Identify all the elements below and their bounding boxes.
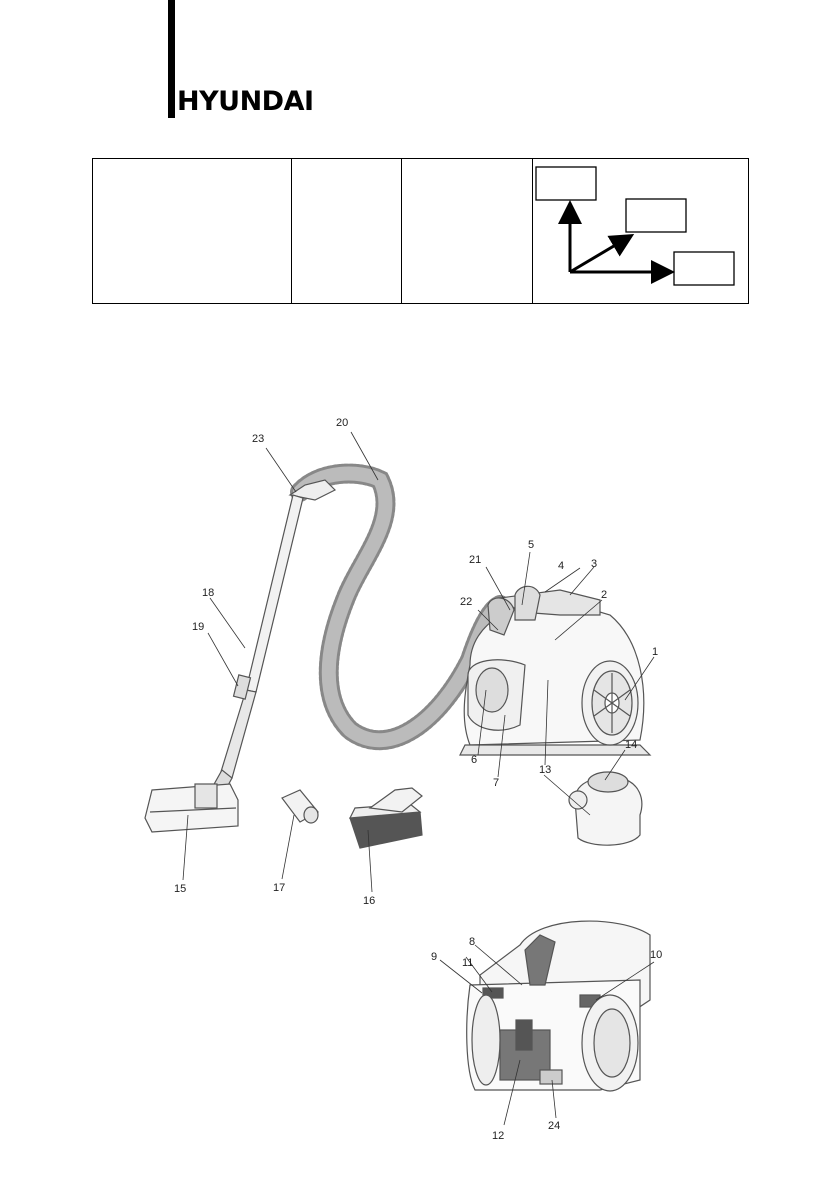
header-table xyxy=(92,158,749,304)
callout-13: 13 xyxy=(539,764,551,776)
callout-24: 24 xyxy=(548,1120,560,1132)
callout-16: 16 xyxy=(363,895,375,907)
callout-4: 4 xyxy=(558,560,564,572)
axis-box-diagonal xyxy=(625,198,687,233)
table-cell-2 xyxy=(291,158,402,304)
telescopic-tube-upper xyxy=(245,494,304,693)
carry-handle xyxy=(524,934,556,986)
callout-18: 18 xyxy=(202,587,214,599)
table-cell-1 xyxy=(92,158,292,304)
callout-3: 3 xyxy=(591,558,597,570)
callout-19: 19 xyxy=(192,621,204,633)
table-cell-axes xyxy=(532,158,749,304)
callout-17: 17 xyxy=(273,882,285,894)
callout-21: 21 xyxy=(469,554,481,566)
arrow-diagonal xyxy=(569,233,635,274)
telescopic-tube-lower xyxy=(219,689,257,779)
callout-23: 23 xyxy=(252,433,264,445)
callout-5: 5 xyxy=(528,539,534,551)
callout-2: 2 xyxy=(601,589,607,601)
tube-lock xyxy=(232,674,252,700)
callout-14: 14 xyxy=(625,739,637,751)
callout-9: 9 xyxy=(431,951,437,963)
callout-7: 7 xyxy=(493,777,499,789)
power-cord-plug xyxy=(539,1069,563,1085)
callout-10: 10 xyxy=(650,949,662,961)
leader-lines xyxy=(182,431,655,1126)
callout-12: 12 xyxy=(492,1130,504,1142)
hose-connector xyxy=(487,597,515,636)
callout-15: 15 xyxy=(174,883,186,895)
callout-1: 1 xyxy=(652,646,658,658)
callout-20: 20 xyxy=(336,417,348,429)
callout-6: 6 xyxy=(471,754,477,766)
power-button xyxy=(482,987,504,999)
callout-8: 8 xyxy=(469,936,475,948)
axes-diagram xyxy=(535,166,735,286)
logo-bar xyxy=(168,0,175,118)
callout-22: 22 xyxy=(460,596,472,608)
brand-logo: HYUNDAI xyxy=(177,86,314,117)
hose-handle xyxy=(288,479,337,501)
hose-inlet xyxy=(514,585,541,621)
callout-11: 11 xyxy=(462,957,473,969)
